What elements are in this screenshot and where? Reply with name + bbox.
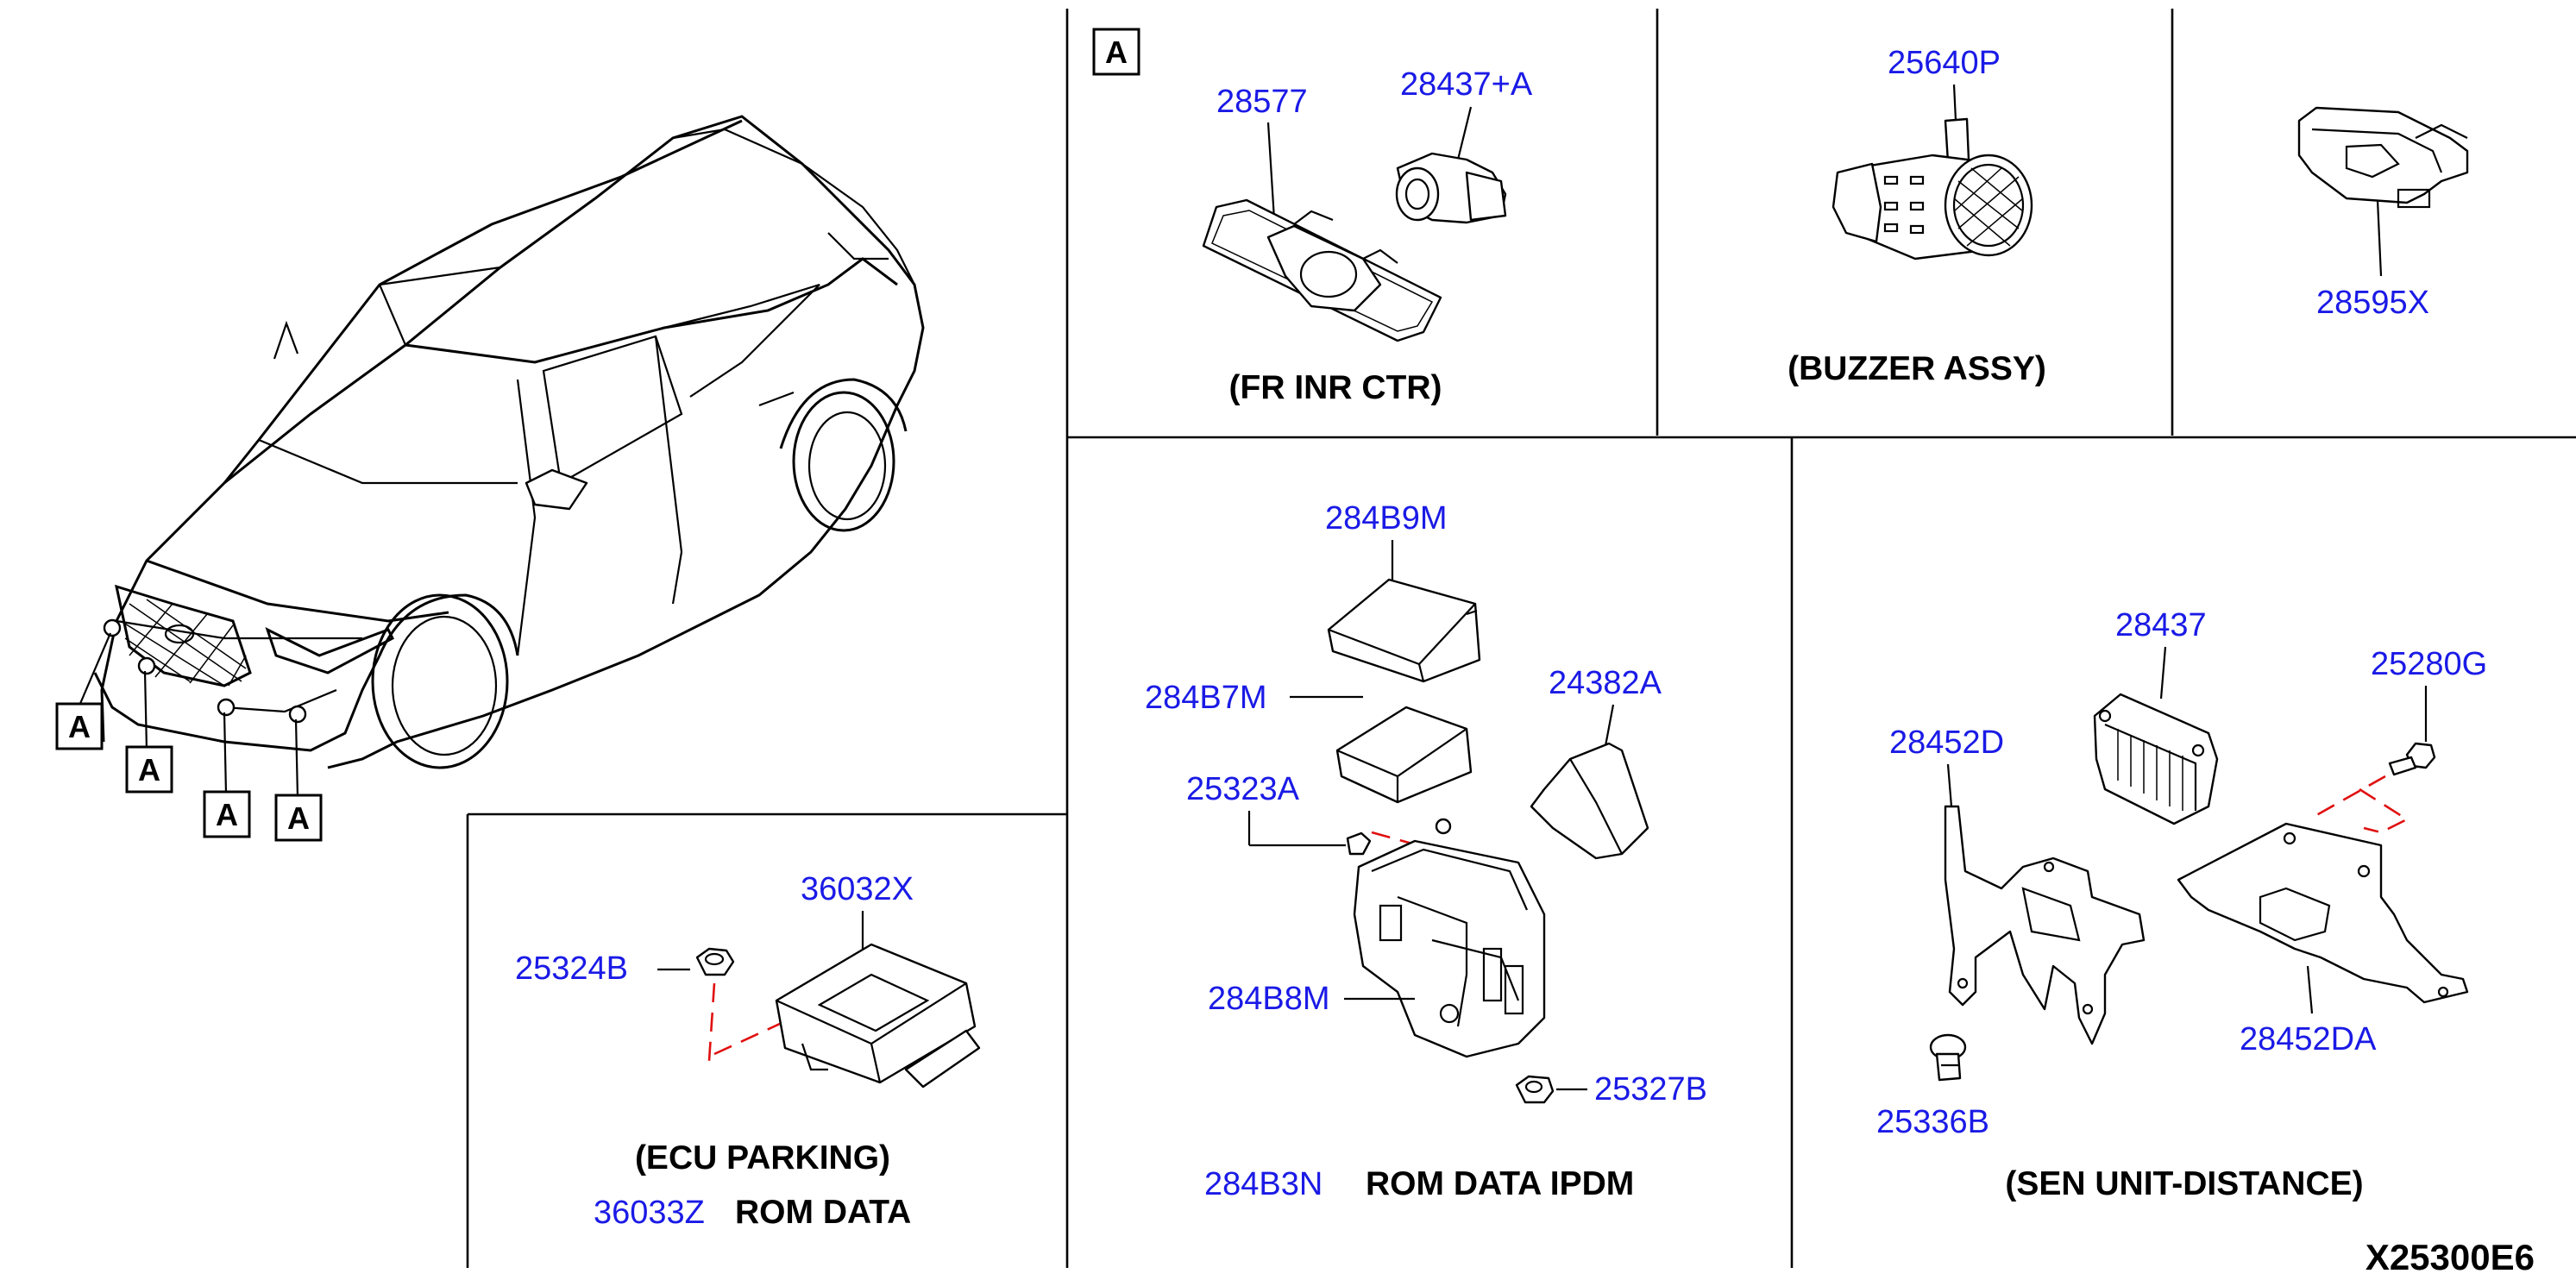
ipdm-module-mid	[1335, 706, 1473, 804]
bumper-sensors	[103, 618, 307, 724]
nut-25324b	[695, 947, 735, 976]
bolt-25280g	[2388, 742, 2436, 776]
marker-a-section: A	[1092, 28, 1140, 76]
ecu-parking-part	[775, 943, 981, 1089]
part-25324b: 25324B	[515, 951, 628, 987]
nut-25327b	[1515, 1075, 1555, 1104]
part-28452d: 28452D	[1889, 725, 2004, 761]
bracket-part	[2297, 106, 2469, 209]
section-dividers	[466, 9, 2576, 1268]
part-24382a: 24382A	[1549, 665, 1662, 701]
bezel-part	[1202, 198, 1442, 342]
marker-a-4: A	[274, 794, 323, 842]
part-28577: 28577	[1216, 84, 1308, 120]
ipdm-box	[1353, 818, 1546, 1058]
svg-text:A: A	[138, 752, 160, 787]
part-284b3n: 284B3N	[1204, 1166, 1323, 1202]
caption-fr-inr-ctr: (FR INR CTR)	[1229, 369, 1442, 406]
ipdm-module-top	[1327, 578, 1481, 683]
caption-buzzer-assy: (BUZZER ASSY)	[1787, 350, 2046, 387]
part-36033z: 36033Z	[594, 1195, 705, 1231]
part-284b8m: 284B8M	[1208, 981, 1330, 1017]
part-28437: 28437	[2115, 607, 2207, 643]
bracket-28452d	[1944, 805, 2146, 1045]
bracket-28452da	[2177, 822, 2469, 1004]
marker-a-2: A	[125, 745, 173, 794]
part-25323a: 25323A	[1186, 771, 1300, 807]
part-25280g: 25280G	[2371, 646, 2487, 682]
grille-mesh	[120, 599, 247, 687]
caption-sen-unit-distance: (SEN UNIT-DISTANCE)	[2005, 1165, 2363, 1202]
screw-25323a	[1346, 831, 1372, 856]
svg-text:A: A	[287, 800, 310, 836]
part-28452da: 28452DA	[2240, 1021, 2377, 1057]
buzzer-part	[1831, 117, 2033, 260]
marker-a-3: A	[203, 790, 251, 838]
sensor-part	[1395, 152, 1507, 224]
diagram-code: X25300E6	[2366, 1237, 2535, 1277]
vehicle-illustration	[78, 115, 925, 799]
part-25327b: 25327B	[1594, 1071, 1707, 1107]
part-284b7m: 284B7M	[1145, 680, 1267, 716]
marker-a-1: A	[55, 702, 104, 750]
part-25640p: 25640P	[1888, 45, 2001, 81]
label-rom-data-ipdm: ROM DATA IPDM	[1366, 1165, 1634, 1202]
part-28595x: 28595X	[2316, 285, 2429, 321]
caption-ecu-parking: (ECU PARKING)	[635, 1139, 890, 1176]
svg-text:A: A	[216, 797, 238, 832]
part-25336b: 25336B	[1876, 1104, 1989, 1140]
clip-25336b	[1929, 1033, 1967, 1082]
svg-text:A: A	[68, 709, 91, 744]
part-28437a: 28437+A	[1400, 66, 1533, 103]
part-284b9m: 284B9M	[1325, 500, 1448, 536]
svg-text:A: A	[1105, 35, 1128, 70]
fuse-cover	[1530, 742, 1649, 860]
label-rom-data: ROM DATA	[735, 1194, 911, 1231]
part-36032x: 36032X	[801, 871, 914, 907]
sen-unit-module	[2093, 693, 2219, 825]
